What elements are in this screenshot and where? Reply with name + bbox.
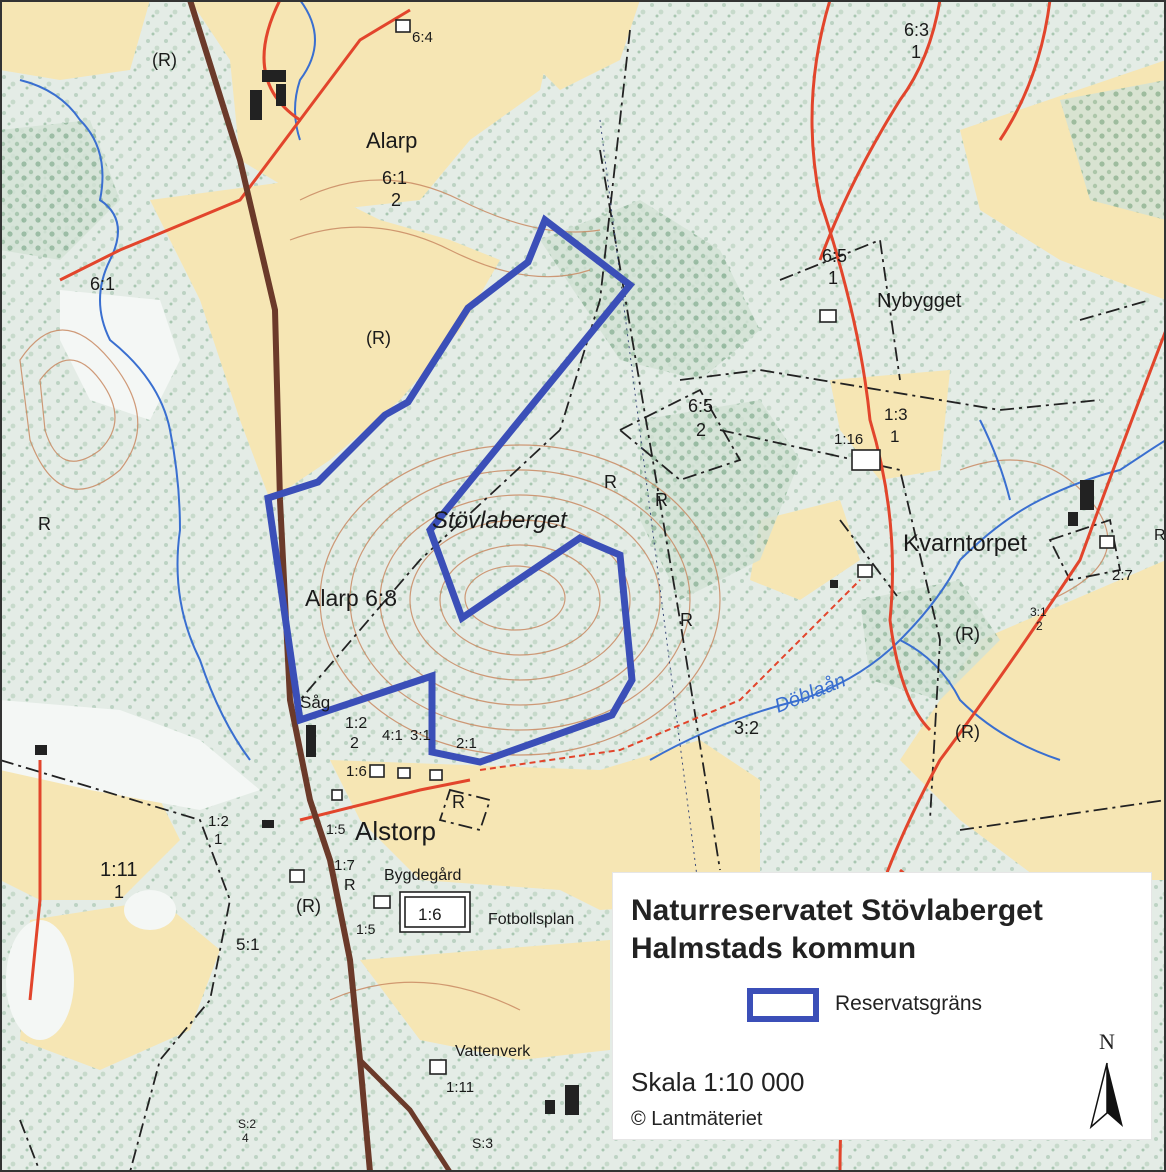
- north-arrow-icon: [1089, 1062, 1123, 1129]
- label-parcel-6-5-sub: 1: [828, 268, 838, 288]
- legend-title: Naturreservatet Stövlaberget: [631, 894, 1043, 927]
- label-alstorp: Alstorp: [355, 816, 436, 846]
- legend-box: Naturreservatet Stövlaberget Halmstads k…: [612, 872, 1152, 1140]
- legend-subtitle: Halmstads kommun: [631, 932, 917, 965]
- label-parcel-1-6: 1:6: [346, 763, 367, 780]
- side-road: [358, 1058, 453, 1172]
- label-r-4: (R): [955, 722, 980, 742]
- label-parcel-1-2-b-sub: 1: [214, 831, 222, 848]
- label-alarp: Alarp: [366, 128, 417, 153]
- label-parcel-1-5-b: 1:5: [356, 921, 376, 937]
- label-parcel-3-1-b: 3:1: [410, 727, 431, 744]
- label-parcel-3-1: 3:1: [1030, 605, 1047, 619]
- label-r-3: (R): [955, 624, 980, 644]
- label-parcel-3-2: 3:2: [734, 718, 759, 738]
- label-parcel-6-1: 6:1: [382, 168, 407, 188]
- label-r-plain-6: R: [344, 877, 356, 894]
- reserve-boundary: [264, 214, 636, 766]
- label-parcel-6-1-sub: 2: [391, 190, 401, 210]
- label-parcel-6-5: 6:5: [822, 246, 847, 266]
- copyright-text: © Lantmäteriet: [631, 1108, 763, 1130]
- label-bygdegard: Bygdegård: [384, 866, 461, 884]
- label-parcel-s-2-sub: 4: [242, 1131, 249, 1145]
- label-vattenverk: Vattenverk: [455, 1043, 531, 1060]
- label-r-plain-2: R: [604, 472, 617, 492]
- property-boundaries: [0, 29, 1166, 1172]
- label-stovlaberget: Stövlaberget: [432, 507, 568, 534]
- label-parcel-s-2: S:2: [238, 1117, 256, 1131]
- label-fotbollsplan: Fotbollsplan: [488, 911, 574, 928]
- label-parcel-6-3-sub: 1: [911, 42, 921, 62]
- reserve-boundary-swatch: [747, 988, 819, 1022]
- label-r-2: (R): [366, 328, 391, 348]
- legend-boundary-label: Reservatsgräns: [835, 992, 983, 1015]
- label-r-plain-5: R: [452, 792, 465, 812]
- label-r-plain-4: R: [680, 610, 693, 630]
- north-letter: N: [1099, 1029, 1115, 1054]
- wetland-areas: [0, 290, 260, 1040]
- label-parcel-6-1-west: 6:1: [90, 274, 115, 294]
- label-parcel-1-16: 1:16: [834, 431, 863, 448]
- label-parcel-s-3: S:3: [472, 1135, 493, 1151]
- label-nybygget: Nybygget: [877, 290, 962, 312]
- label-parcel-1-6-field: 1:6: [418, 905, 442, 924]
- label-sag: Såg: [300, 693, 330, 712]
- label-parcel-1-11-b: 1:11: [446, 1079, 474, 1096]
- label-parcel-1-2: 1:2: [345, 715, 367, 732]
- label-parcel-6-4: 6:4: [412, 29, 433, 46]
- label-parcel-6-5-b-sub: 2: [696, 420, 706, 440]
- label-alarp-68: Alarp 6:8: [305, 585, 397, 611]
- contour-lines: [19, 179, 1109, 1011]
- label-parcel-2-1: 2:1: [456, 735, 477, 752]
- label-parcel-6-5-b: 6:5: [688, 396, 713, 416]
- label-parcel-3-1-sub: 2: [1036, 619, 1043, 633]
- buildings: [35, 70, 1094, 1115]
- dotted-boundary: [599, 119, 701, 901]
- label-kvarntorpet: Kvarntorpet: [903, 530, 1027, 557]
- label-r-plain-1: R: [38, 514, 51, 534]
- label-parcel-6-3: 6:3: [904, 20, 929, 40]
- label-r-1: (R): [152, 50, 177, 70]
- label-r-plain-3: R: [655, 490, 668, 510]
- label-parcel-1-7: 1:7: [334, 857, 355, 874]
- label-parcel-1-2-sub: 2: [350, 735, 359, 752]
- scale-text: Skala 1:10 000: [631, 1067, 805, 1097]
- label-parcel-1-11: 1:11: [100, 859, 137, 881]
- label-r-plain-7: R: [1154, 527, 1166, 544]
- label-parcel-1-2-b: 1:2: [208, 813, 229, 830]
- north-arrow: N: [1085, 1029, 1129, 1129]
- label-r-5: (R): [296, 896, 321, 916]
- label-parcel-4-1: 4:1: [382, 727, 403, 744]
- label-parcel-5-1: 5:1: [236, 935, 260, 954]
- label-parcel-1-5: 1:5: [326, 821, 346, 837]
- main-road: [187, 0, 373, 1172]
- house-outlines: [289, 19, 1115, 1075]
- label-parcel-2-7: 2:7: [1112, 567, 1133, 584]
- dense-forest: [0, 80, 1166, 700]
- label-parcel-1-3-sub: 1: [890, 427, 899, 446]
- footpath: [479, 579, 861, 771]
- open-fields: [0, 0, 1166, 1110]
- label-parcel-1-11-sub: 1: [114, 882, 124, 902]
- streams: [19, 0, 1166, 761]
- label-parcel-1-3: 1:3: [884, 405, 908, 424]
